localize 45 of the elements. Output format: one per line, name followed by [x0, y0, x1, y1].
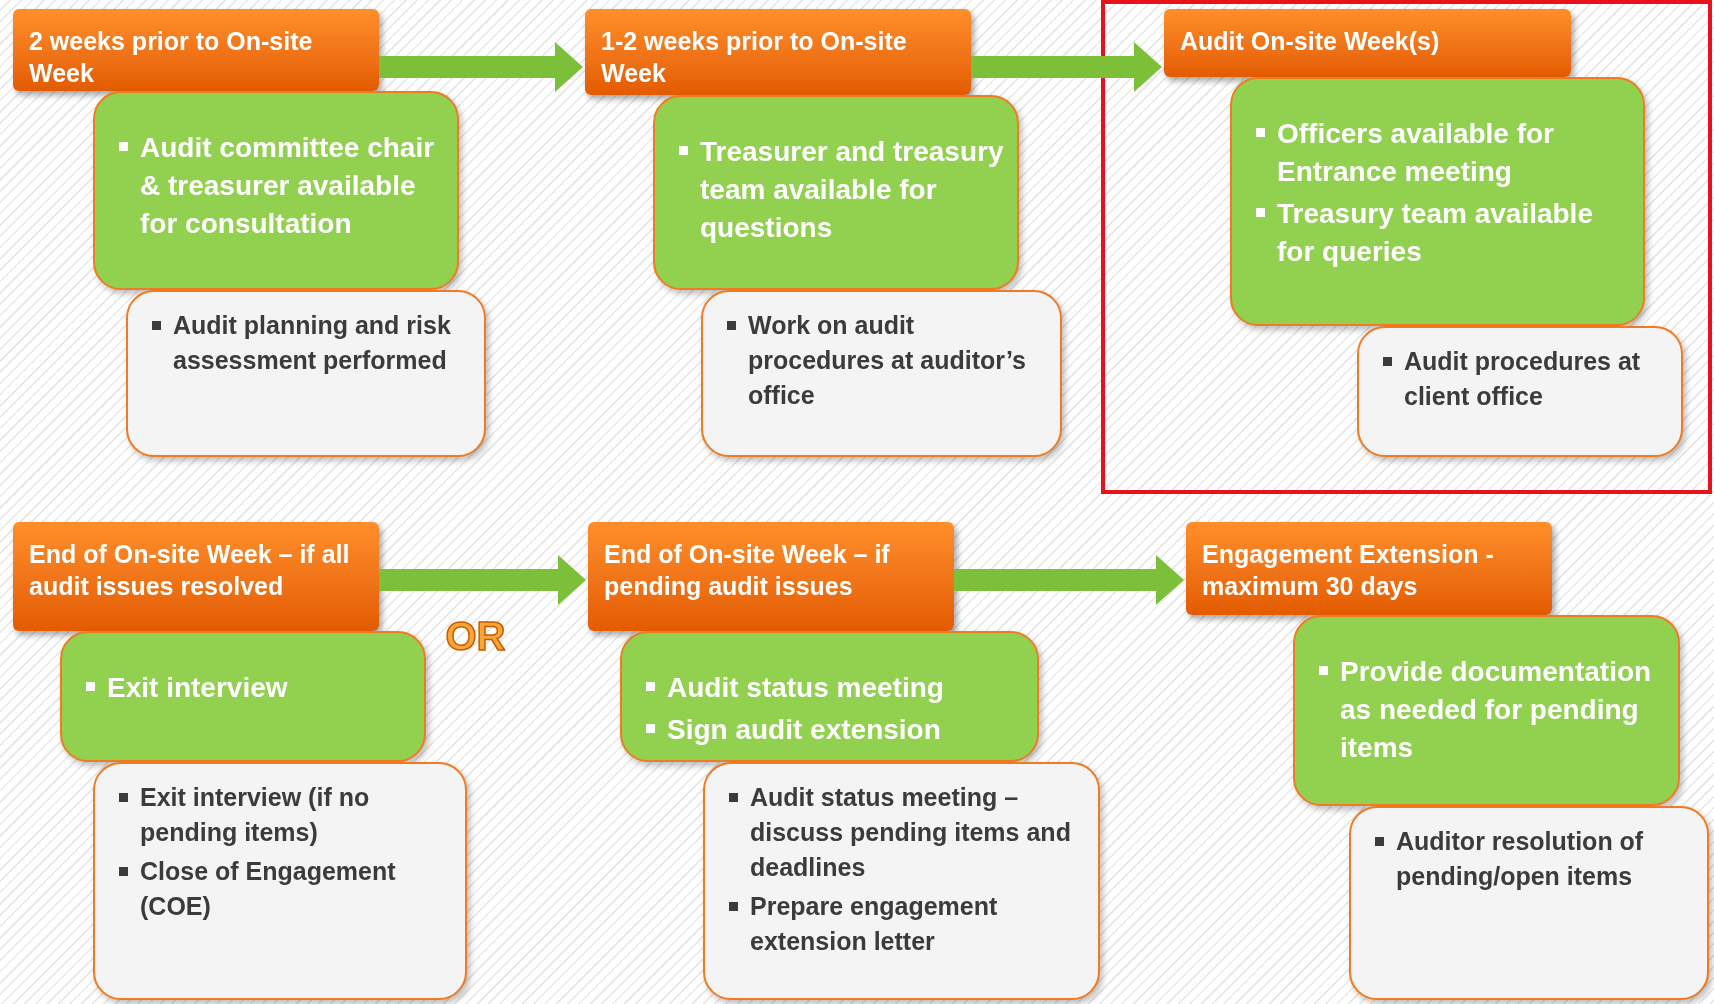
block-arrow [954, 555, 1184, 605]
bullet-text: Provide documentation as needed for pending items [1340, 655, 1653, 765]
auditor-task-box [1349, 806, 1709, 1000]
bullet-text: Audit status meeting – discuss pending items and deadlines [750, 782, 1072, 883]
block-arrow [971, 42, 1162, 92]
task-box [1230, 77, 1645, 326]
stage-title: 2 weeks prior to On-site Week [29, 26, 314, 89]
stage-header-box [13, 522, 379, 631]
stage-title: End of On-site Week – if pending audit issues [604, 539, 891, 602]
auditor-task-box [701, 290, 1062, 457]
bullet-text: Audit planning and risk assessment performed [173, 310, 452, 376]
bullet-text: Work on audit procedures at auditor’s office [748, 310, 1027, 411]
auditor-task-box [126, 290, 486, 457]
auditor-task-box [703, 762, 1100, 1000]
stage-title: Audit On-site Week(s) [1180, 26, 1441, 57]
task-box [1293, 615, 1680, 806]
stage-header-box [13, 9, 379, 91]
task-box [653, 95, 1019, 290]
task-box [620, 631, 1039, 762]
auditor-task-box [1357, 326, 1683, 457]
bullet-text: Auditor resolution of pending/open items [1396, 826, 1645, 892]
bullet-text: Exit interview [107, 671, 288, 705]
block-arrow [379, 42, 583, 92]
bullet-text: Officers available for Entrance meeting [1277, 117, 1555, 189]
bullet-text: Exit interview (if no pending items) [140, 782, 371, 848]
stage-header-box [1186, 522, 1552, 615]
auditor-task-box [93, 762, 467, 1000]
task-box [60, 631, 426, 762]
bullet-text: Audit committee chair & treasurer available for consultation [140, 131, 436, 241]
stage-header-box [585, 9, 971, 95]
stage-header-box [1164, 9, 1571, 77]
stage-title: End of On-site Week – if all audit issues resolved [29, 539, 351, 602]
bullet-text: Treasury team available for queries [1277, 197, 1594, 269]
task-box [93, 91, 459, 290]
block-arrow [379, 555, 586, 605]
bullet-text: Treasurer and treasury team available for questions [700, 135, 1005, 245]
bullet-text: Prepare engagement extension letter [750, 891, 999, 957]
stage-title: Engagement Extension - maximum 30 days [1202, 539, 1495, 602]
stage-header-box [588, 522, 954, 631]
bullet-text: Audit procedures at client office [1404, 346, 1642, 412]
edge-label: OR [445, 614, 506, 658]
bullet-text: Close of Engagement (COE) [140, 856, 397, 922]
bullet-text: Audit status meeting [667, 671, 944, 705]
bullet-text: Sign audit extension [667, 713, 941, 747]
stage-title: 1-2 weeks prior to On-site Week [601, 26, 908, 89]
